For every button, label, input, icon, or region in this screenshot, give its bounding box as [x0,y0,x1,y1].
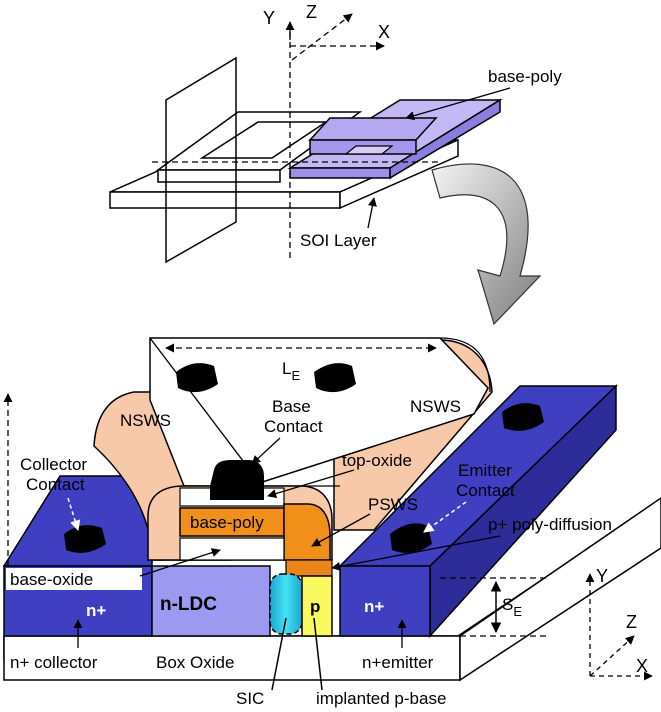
p-poly-diffusion-label: p+ poly-diffusion [488,515,612,534]
collector-contact-label-2: Contact [26,475,85,494]
le-label-sub: E [291,368,300,383]
soi-ring-front [157,169,281,183]
top-base-poly-label: base-poly [488,67,562,86]
collector-contact-leader [67,497,81,532]
n-emitter-label: n+emitter [362,653,434,672]
base-contact-leader [251,437,281,465]
top-base-poly-leader [405,87,511,121]
implanted-p-base-leader [313,617,323,691]
collector-contact-label-1: Collector [20,455,87,474]
top-oxide-leader [267,469,355,498]
n-plus-right-label: n+ [364,597,384,616]
base-poly-label: base-poly [190,513,264,532]
base-oxide-layer [179,537,285,561]
base-contact-label-2: Contact [264,417,323,436]
bottom-axis-z [589,635,635,677]
base-oxide-label: base-oxide [10,570,93,589]
base-poly-front [289,167,391,179]
n-ldc-region [151,565,271,637]
n-plus-left-label: n+ [86,601,106,620]
base-contact-label-1: Base [272,397,311,416]
box-oxide-label: Box Oxide [156,653,234,672]
emitter-contact-leader [423,501,467,533]
sic-leader [271,617,287,691]
transition-arrow [431,163,542,326]
pswS-spacer [283,503,331,561]
le-label: LE [282,359,300,383]
sic-region [269,573,303,635]
emitter-contact-label-2: Contact [456,481,515,500]
base-oxide-leader [139,548,221,577]
soi-slab-front [109,191,341,209]
top-axis-y-label: Y [263,8,275,28]
emitter-contact-label-1: Emitter [458,461,512,480]
se-label-sub: E [513,604,522,619]
bottom-axis-y-label: Y [596,566,608,586]
emitter-contact-pad [390,523,432,553]
base-oxide-label-bg [6,568,142,590]
se-label-main: S [502,595,513,614]
right-far-contact-pad [502,403,544,431]
base-poly-side [389,98,501,180]
sic-label: SIC [236,689,264,708]
top-oxide-curve [439,337,491,393]
base-poly-notch [344,145,394,155]
top-soi-layer-label: SOI Layer [300,231,377,250]
right-silicon-front [339,565,431,637]
base-poly-riser [308,117,438,141]
top-axis-x-label: X [378,22,390,42]
nsws-left-label: NSWS [120,411,171,430]
le-label-main: L [282,359,291,378]
collector-contact-pad [64,525,106,553]
base-contact-pad [210,460,264,500]
cut-plane [165,56,237,264]
nsws-right-label: NSWS [410,397,461,416]
bottom-axis-x-label: X [636,656,648,676]
le-contact-right [314,363,356,393]
n-collector-label: n+ collector [10,653,98,672]
pswS-leader [311,513,371,547]
top-axis-z [291,13,353,61]
le-contact-left [176,363,218,393]
p-region-label: p [310,597,320,616]
n-ldc-label: n-LDC [160,594,217,615]
pswS-label: PSWS [368,495,418,514]
top-oxide-label: top-oxide [342,451,412,470]
p-poly-diffusion-leader [331,535,501,571]
top-axis-z-label: Z [306,2,317,22]
se-label: SE [502,595,522,619]
bottom-cross-section: Y Z X LE NSWS NSWS Base Contact top-oxid… [2,337,661,708]
box-oxide-side [459,497,661,682]
p-base-region [301,575,333,637]
implanted-p-base-label: implanted p-base [316,689,446,708]
top-3d-sketch: Y Z X base-poly SOI Layer [109,2,562,264]
top-soi-leader [367,197,377,229]
bottom-axis-z-label: Z [626,612,637,632]
